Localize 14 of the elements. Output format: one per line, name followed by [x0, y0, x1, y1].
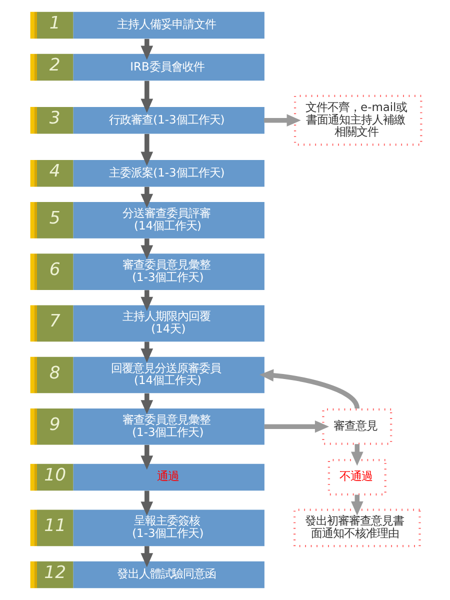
arrow [258, 369, 359, 410]
arrow [350, 444, 363, 466]
arrow [140, 444, 153, 470]
arrow [140, 134, 153, 166]
node-box: 不通過 [327, 459, 386, 496]
node-box: 發出初審審查意見書面通知不核准理由 [293, 508, 420, 548]
arrow [264, 114, 300, 126]
arrow [140, 490, 153, 516]
node-box: 審查意見 [322, 408, 392, 445]
arrow [140, 546, 153, 568]
node-box: 文件不齊，e-mail或書面通知主持人補繳相關文件 [293, 94, 422, 146]
arrow [140, 186, 153, 208]
arrow [140, 80, 153, 113]
arrow [264, 420, 329, 433]
